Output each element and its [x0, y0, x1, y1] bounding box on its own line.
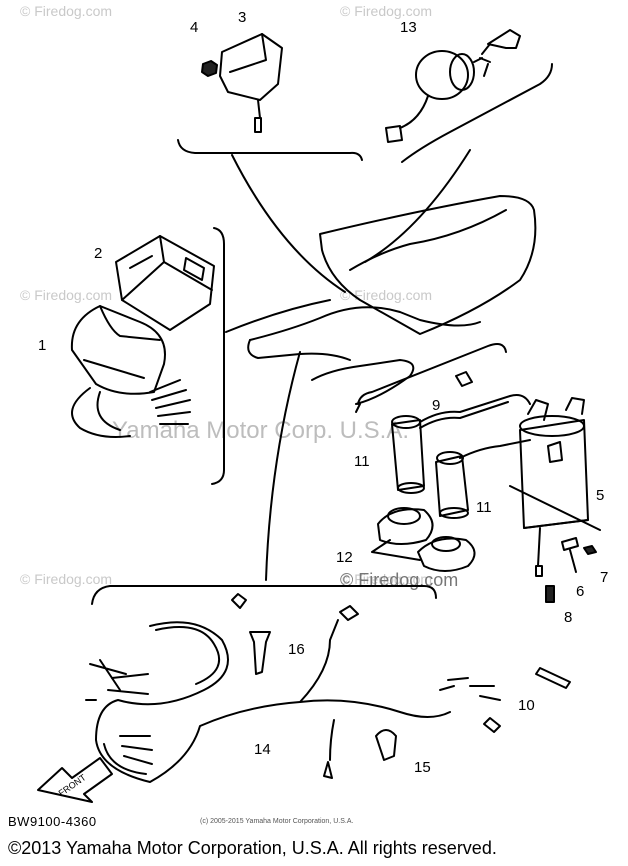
bracket-left: [211, 227, 225, 485]
watermark-left-mid: © Firedog.com: [20, 287, 112, 303]
plug-cap-9: [455, 371, 473, 387]
fastener-10: [535, 667, 571, 689]
callout-16: 16: [288, 641, 305, 658]
wire-harness-14: [95, 621, 451, 783]
leader-mid-to-seat: [265, 351, 301, 581]
rectifier-1: [70, 305, 166, 395]
leader-top-right: [364, 149, 471, 263]
callout-8: 8: [564, 609, 572, 626]
leader-top-left: [231, 154, 346, 293]
callout-13: 13: [400, 19, 417, 36]
callout-1: 1: [38, 337, 46, 354]
bracket-right-mid: [357, 343, 507, 405]
watermark-center: Yamaha Motor Corp. U.S.A.: [112, 417, 409, 444]
seat: [319, 195, 537, 335]
connector-8: [545, 585, 555, 603]
boot-12b: [417, 537, 476, 572]
bracket-top-right: [401, 63, 553, 163]
leader-left-seat: [225, 299, 331, 333]
callout-6: 6: [576, 583, 584, 600]
callout-4: 4: [190, 19, 198, 36]
callout-7: 7: [600, 569, 608, 586]
key-icon: [481, 29, 521, 55]
ignition-switch-13: [415, 50, 469, 100]
callout-12: 12: [336, 549, 353, 566]
bracket-top-left: [177, 139, 363, 161]
bracket-bottom: [91, 585, 437, 605]
callout-2: 2: [94, 245, 102, 262]
watermark-right-mid: © Firedog.com: [340, 287, 432, 303]
watermark-layer: © Firedog.com © Firedog.com © Firedog.co…: [20, 3, 458, 590]
bolt-6: [561, 537, 579, 573]
callout-15: 15: [414, 759, 431, 776]
callout-3: 3: [238, 9, 246, 26]
plug-cap-11b: [435, 455, 469, 517]
callout-9: 9: [432, 397, 440, 414]
front-arrow: [37, 757, 113, 803]
watermark-top-right: © Firedog.com: [340, 3, 432, 19]
boot-12a: [377, 508, 434, 545]
callout-11a: 11: [354, 453, 370, 470]
callout-10: 10: [518, 697, 535, 714]
nut-4: [201, 60, 218, 77]
callout-14: 14: [254, 741, 271, 758]
relay-3: [219, 33, 283, 101]
clip-15: [375, 729, 397, 761]
copyright-small: (c) 2005-2015 Yamaha Motor Corporation, …: [200, 818, 354, 825]
watermark-top-left: © Firedog.com: [20, 3, 112, 19]
callout-5: 5: [596, 487, 604, 504]
copyright-main: ©2013 Yamaha Motor Corporation, U.S.A. A…: [8, 838, 497, 858]
callout-11b: 11: [476, 499, 492, 516]
part-number: BW9100-4360: [8, 814, 97, 829]
cable-tie-16: [249, 631, 271, 675]
frame: [249, 306, 481, 341]
watermark-right-low: © Firedog.com: [340, 571, 432, 587]
watermark-left-low: © Firedog.com: [20, 571, 112, 587]
nut-7: [583, 545, 597, 555]
callout-layer: 1 2 3 4 5 6 7 8 9 10 11 11 12 13 14 15 1…: [38, 9, 608, 798]
